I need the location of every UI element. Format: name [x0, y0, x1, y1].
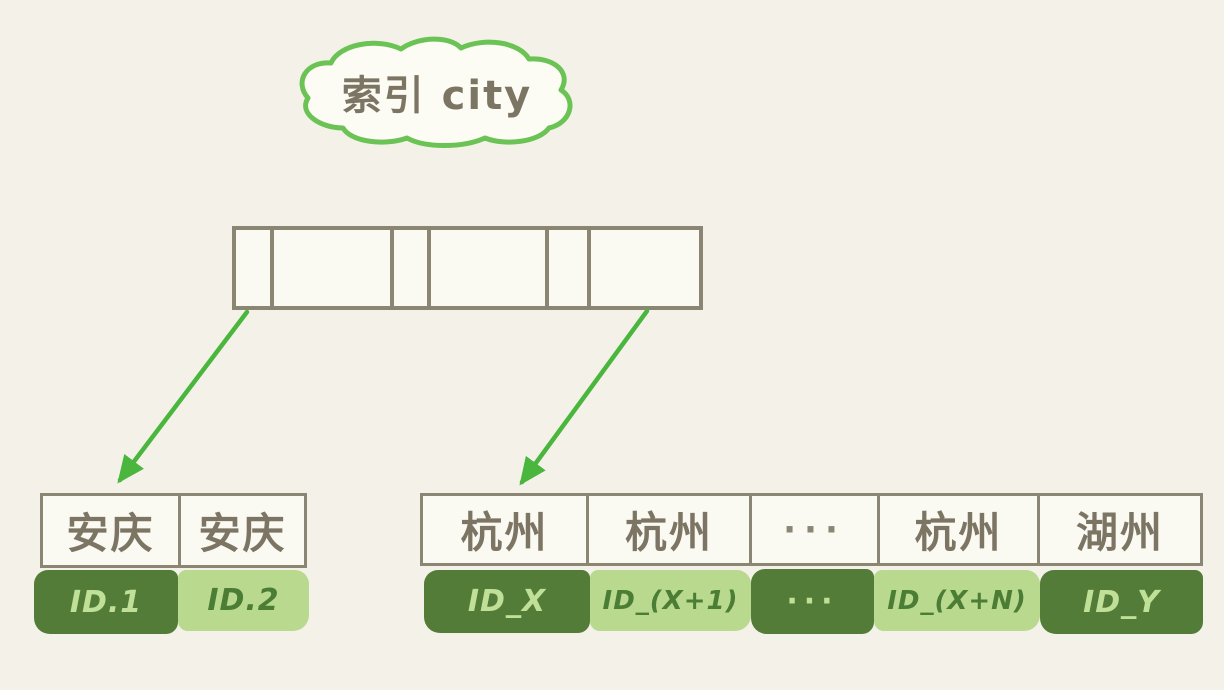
- leaf-key-cell: 杭州: [423, 496, 589, 563]
- pointer-arrow-left: [117, 309, 250, 484]
- btree-root-node: [232, 226, 703, 310]
- leaf-node-left: 安庆 安庆: [40, 493, 307, 568]
- id-chip: ID_Y: [1040, 570, 1203, 634]
- pointer-arrow-right: [519, 308, 650, 486]
- id-chip: ID_(X+1): [590, 570, 751, 631]
- id-chip: ID_(X+N): [874, 570, 1040, 631]
- leaf-key-cell: 杭州: [589, 496, 752, 563]
- index-title: 索引 city: [341, 73, 533, 119]
- id-chip: ID_X: [424, 570, 590, 633]
- leaf-key-cell: 安庆: [43, 496, 181, 565]
- index-cloud: 索引 city: [286, 34, 588, 150]
- root-cell: [394, 230, 431, 306]
- leaf-key-cell: 湖州: [1075, 508, 1164, 557]
- leaf-node-right: 杭州 杭州 ··· 杭州 湖州: [420, 493, 1203, 566]
- root-cell: [236, 230, 274, 306]
- id-chip-ellipsis: ···: [751, 569, 874, 634]
- root-cell: [549, 230, 591, 306]
- leaf-key-cell: 安庆: [198, 509, 287, 558]
- leaf-key-ellipsis: ···: [752, 496, 880, 563]
- id-chip: ID.2: [178, 570, 309, 631]
- leaf-key-cell: 杭州: [880, 496, 1040, 563]
- root-cell: [431, 230, 549, 306]
- root-cell: [591, 230, 699, 306]
- root-cell: [274, 230, 394, 306]
- cloud-outline-icon: [299, 36, 573, 148]
- id-chip: ID.1: [34, 570, 178, 634]
